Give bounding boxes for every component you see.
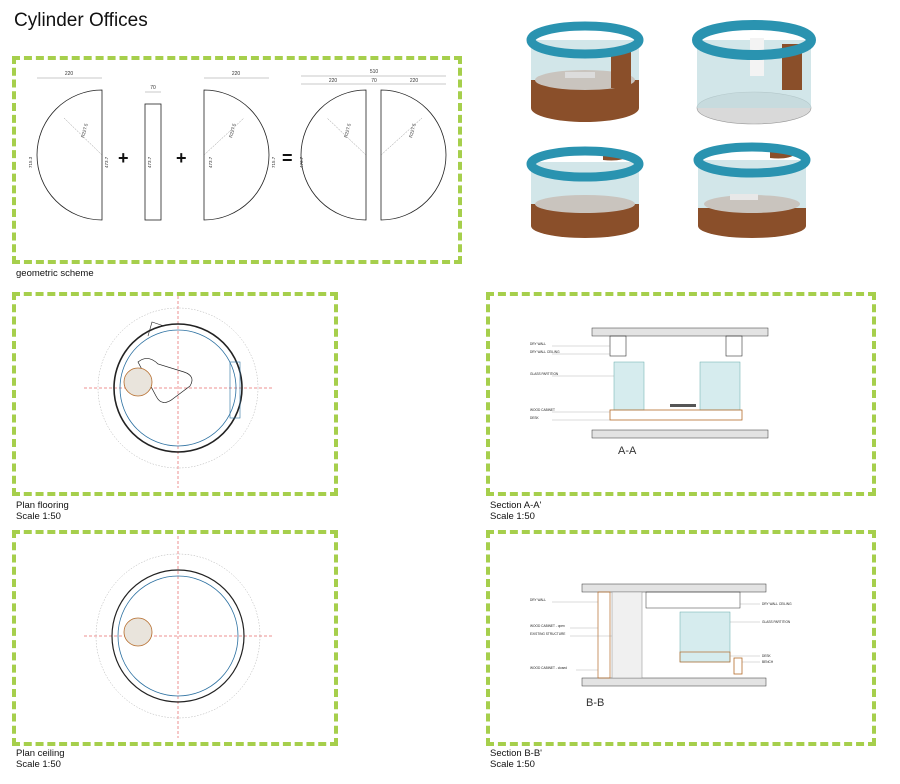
- plan-ceiling-drawing: [84, 536, 272, 738]
- section-aa-frame: [486, 292, 876, 496]
- section-bb-title: B-B: [586, 697, 604, 709]
- plan-flooring-frame: [12, 292, 338, 496]
- section-bb-label-dry-wall: DRY WALL: [530, 598, 546, 602]
- section-aa-label-wood-cabinet: WOOD CABINET: [530, 408, 555, 412]
- plus-operator-2: +: [176, 148, 187, 168]
- plus-operator-1: +: [118, 148, 129, 168]
- section-aa-label-dry-wall-ceiling: DRY WALL CEILING: [530, 350, 560, 354]
- render-top-left: [526, 21, 644, 122]
- plan-flooring-drawing: [84, 296, 272, 488]
- result-left-half: [300, 89, 367, 221]
- half-cylinder-right: [203, 89, 270, 221]
- arc-label-a: 715.3: [28, 156, 33, 168]
- dim-220-d: 220: [410, 78, 419, 84]
- height-label-b: 473.7: [147, 156, 152, 168]
- section-bb-label-wood-cabinet-closed: WOOD CABINET - closed: [530, 666, 567, 670]
- half-cylinder-left: [36, 89, 103, 221]
- radius-label-d: R227.5: [408, 122, 417, 138]
- height-label-c: 473.7: [208, 156, 213, 168]
- dim-220-c: 220: [329, 78, 338, 84]
- plan-flooring-scale: Scale 1:50: [16, 511, 61, 522]
- section-bb-drawing: DRY WALL WOOD CABINET - open EXISTING ST…: [530, 583, 792, 709]
- section-bb-caption-title: Section B-B': [490, 748, 542, 759]
- dim-70-b: 70: [371, 78, 377, 84]
- section-bb-frame: [486, 530, 876, 746]
- section-aa-caption-scale: Scale 1:50: [490, 511, 535, 522]
- section-aa-label-glass-partition: GLASS PARTITION: [530, 372, 559, 376]
- dim-220-b: 220: [232, 71, 241, 77]
- dim-220-a: 220: [65, 71, 74, 77]
- render-top-right: [692, 20, 816, 125]
- section-bb-label-bench: BENCH: [762, 660, 774, 664]
- section-aa-label-dry-wall: DRY WALL: [530, 342, 546, 346]
- section-aa-drawing: DRY WALL DRY WALL CEILING GLASS PARTITIO…: [530, 327, 769, 457]
- plan-ceiling-title: Plan ceiling: [16, 748, 65, 759]
- section-bb-label-glass-partition: GLASS PARTITION: [762, 620, 791, 624]
- plan-flooring-caption: Plan flooring Scale 1:50: [16, 500, 69, 522]
- section-aa-title: A-A: [618, 445, 637, 457]
- section-aa-caption-title: Section A-A': [490, 500, 542, 511]
- dim-510: 510: [370, 69, 379, 75]
- dim-70-a: 70: [150, 85, 156, 91]
- section-bb-caption-scale: Scale 1:50: [490, 759, 535, 770]
- plan-ceiling-caption: Plan ceiling Scale 1:50: [16, 748, 65, 770]
- section-aa-caption: Section A-A' Scale 1:50: [490, 500, 541, 522]
- result-right-half: [380, 89, 447, 221]
- height-label-d: 473.7: [299, 156, 304, 168]
- equals-operator: =: [282, 148, 293, 168]
- geometric-scheme-drawing: 220 70 220 510 220 70 220 R227.5 R227.5 …: [28, 69, 447, 221]
- geometric-scheme-frame: [12, 56, 462, 264]
- section-aa-label-desk: DESK: [530, 416, 540, 420]
- height-label-a: 473.7: [104, 156, 109, 168]
- page-title: Cylinder Offices: [14, 10, 148, 31]
- radius-label-c: R227.5: [343, 122, 352, 138]
- radius-label-a: R227.5: [80, 122, 89, 138]
- render-bottom-right: [693, 142, 811, 238]
- section-bb-label-wood-cabinet-open: WOOD CABINET - open: [530, 624, 565, 628]
- section-bb-label-desk: DESK: [762, 654, 772, 658]
- radius-label-b: R227.5: [228, 122, 237, 138]
- middle-slab: [144, 103, 162, 221]
- section-bb-caption: Section B-B' Scale 1:50: [490, 748, 542, 770]
- section-bb-label-dry-wall-ceiling: DRY WALL CEILING: [762, 602, 792, 606]
- geometric-scheme-caption: geometric scheme: [16, 268, 94, 279]
- section-bb-label-existing-structure: EXISTING STRUCTURE: [530, 632, 565, 636]
- render-bottom-left: [526, 146, 644, 238]
- arc-label-b: 715.7: [271, 156, 276, 168]
- plan-flooring-title: Plan flooring: [16, 500, 69, 511]
- plan-ceiling-frame: [12, 530, 338, 746]
- plan-ceiling-scale: Scale 1:50: [16, 759, 61, 770]
